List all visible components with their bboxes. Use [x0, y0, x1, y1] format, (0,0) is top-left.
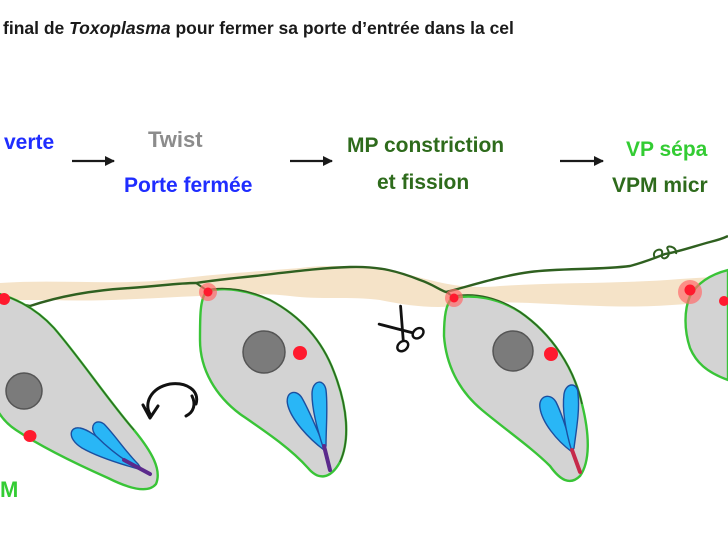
- step4-label-vp-separation: VP sépa: [626, 138, 708, 161]
- step4-label-vpm: VPM micr: [612, 174, 708, 197]
- title-text-end: pour fermer sa porte d’entrée dans la ce…: [170, 18, 514, 38]
- step2-label-porte-fermee: Porte fermée: [124, 174, 253, 197]
- diagram-title: final de Toxoplasma pour fermer sa porte…: [3, 18, 514, 39]
- parasite-step4: [678, 268, 728, 382]
- title-organism: Toxoplasma: [69, 18, 171, 38]
- title-text-start: final de: [3, 18, 70, 38]
- membrane-coil: [652, 245, 678, 260]
- parasite-step2: [198, 283, 348, 478]
- step3-label-fission: et fission: [377, 171, 470, 194]
- step1-label: verte: [4, 131, 55, 154]
- parasite-step3: [442, 289, 589, 483]
- scissors-icon: [377, 304, 425, 353]
- rotation-arrow-icon: [141, 382, 199, 420]
- corner-label: M: [0, 477, 19, 502]
- step3-label-constriction: MP constriction: [347, 134, 505, 157]
- host-cell-band: [0, 266, 728, 307]
- step2-label-twist: Twist: [148, 127, 203, 152]
- parasite-step1: [0, 292, 159, 491]
